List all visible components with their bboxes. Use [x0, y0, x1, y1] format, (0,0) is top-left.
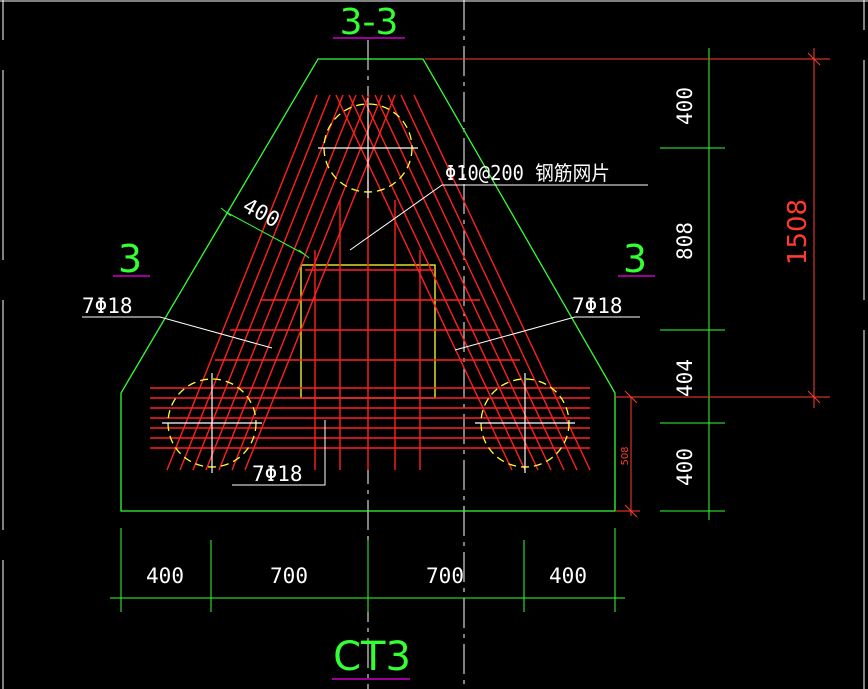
bottom-dimension-chain — [110, 528, 625, 612]
rebar-strip-left — [166, 94, 396, 471]
section-mark-left: 3 — [118, 237, 142, 281]
title-underlines — [113, 37, 655, 680]
dim-small-label: 508 — [620, 446, 631, 465]
rebar-strip-bottom — [150, 387, 590, 449]
bar-label-bottom: 7Φ18 — [252, 462, 303, 486]
dim-right-3: 404 — [673, 359, 697, 397]
pile-centerlines — [162, 98, 575, 473]
section-title: 3-3 — [340, 2, 399, 43]
dim-bottom-3: 700 — [426, 564, 464, 588]
mesh-note: Φ10@200 钢筋网片 — [445, 161, 610, 185]
bar-label-right: 7Φ18 — [572, 294, 623, 318]
dim-right-4: 400 — [673, 448, 697, 486]
dim-overall-label: 1508 — [783, 199, 813, 265]
slope-dimension — [220, 207, 310, 259]
overall-dimension-lines — [425, 48, 830, 518]
dim-bottom-4: 400 — [549, 564, 587, 588]
rebar-bundles — [150, 94, 591, 471]
leader-lines — [82, 184, 648, 486]
dim-right-2: 808 — [673, 222, 697, 260]
bar-label-left: 7Φ18 — [82, 294, 133, 318]
dim-bottom-2: 700 — [270, 564, 308, 588]
dim-right-1: 400 — [673, 87, 697, 125]
dim-bottom-1: 400 — [146, 564, 184, 588]
cap-label: CT3 — [333, 634, 411, 680]
section-mark-right: 3 — [623, 237, 647, 281]
rebar-mesh — [215, 180, 520, 470]
